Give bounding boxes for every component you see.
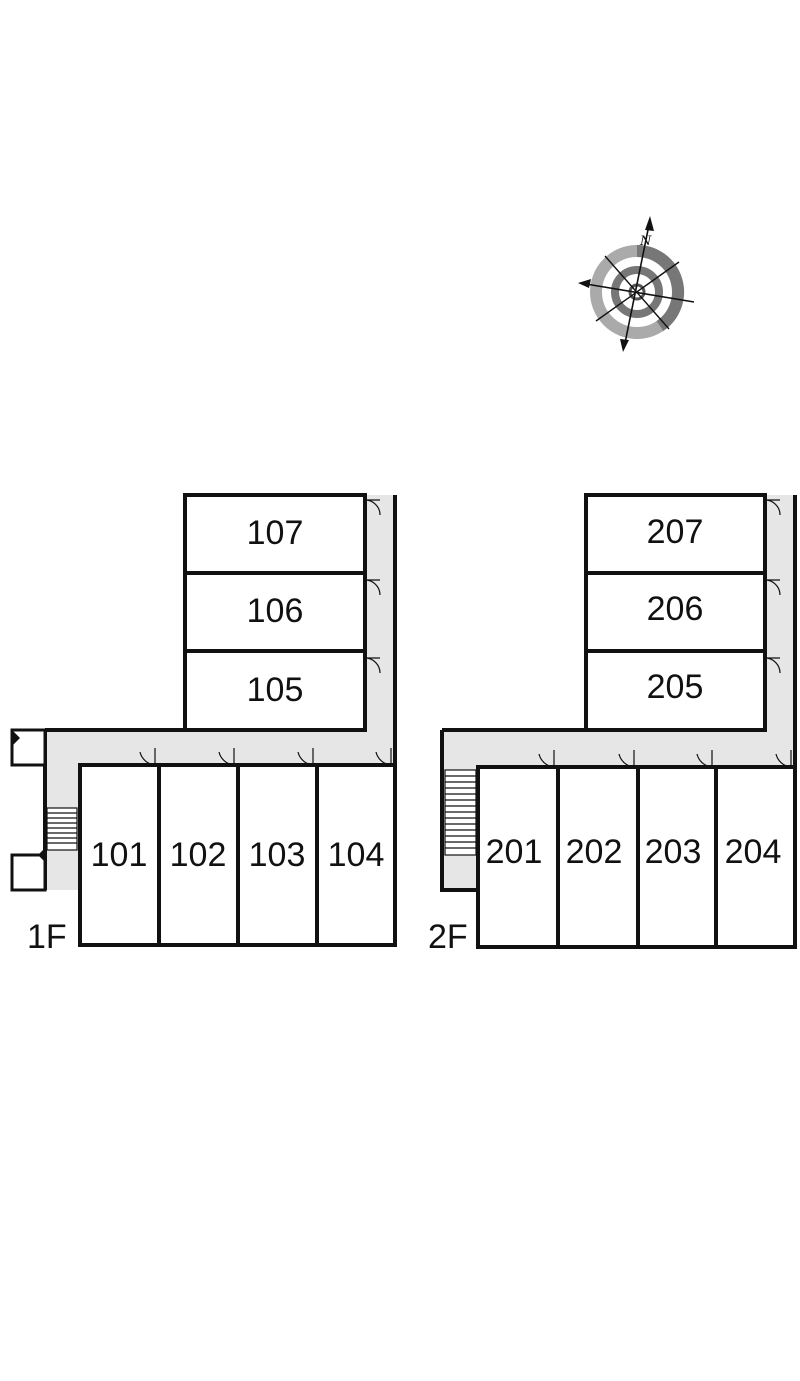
room-label: 206 xyxy=(647,590,704,628)
room-label: 203 xyxy=(645,833,702,871)
room-label: 101 xyxy=(91,836,148,874)
room-105 xyxy=(183,649,367,732)
room-label: 107 xyxy=(247,514,304,552)
room-204 xyxy=(714,765,797,949)
room-label: 207 xyxy=(647,513,704,551)
room-101 xyxy=(78,763,161,947)
floor-1f-plan: 107 106 105 101 102 103 104 1F xyxy=(10,493,397,956)
room-106 xyxy=(183,571,367,653)
door-icon xyxy=(139,499,392,766)
room-label: 202 xyxy=(566,833,623,871)
room-202 xyxy=(556,765,640,949)
room-label: 204 xyxy=(725,833,782,871)
floor-label: 1F xyxy=(27,918,67,956)
room-label: 104 xyxy=(328,836,385,874)
door-icon xyxy=(538,499,792,768)
room-205 xyxy=(584,649,767,732)
floor-2f-plan: 207 206 205 201 202 203 204 2F xyxy=(428,493,797,956)
staircase xyxy=(444,769,477,856)
room-102 xyxy=(157,763,240,947)
compass-north-label: N xyxy=(639,234,652,249)
room-label: 102 xyxy=(170,836,227,874)
room-label: 106 xyxy=(247,592,304,630)
room-label: 201 xyxy=(486,833,543,871)
room-label: 105 xyxy=(247,671,304,709)
room-104 xyxy=(315,763,397,947)
floor-label: 2F xyxy=(428,918,468,956)
compass-icon: N xyxy=(578,216,695,352)
room-107 xyxy=(183,493,367,575)
room-label: 205 xyxy=(647,668,704,706)
landing xyxy=(10,853,47,892)
staircase xyxy=(46,807,78,851)
room-label: 103 xyxy=(249,836,306,874)
room-206 xyxy=(584,571,767,653)
room-203 xyxy=(636,765,718,949)
room-207 xyxy=(584,493,767,575)
